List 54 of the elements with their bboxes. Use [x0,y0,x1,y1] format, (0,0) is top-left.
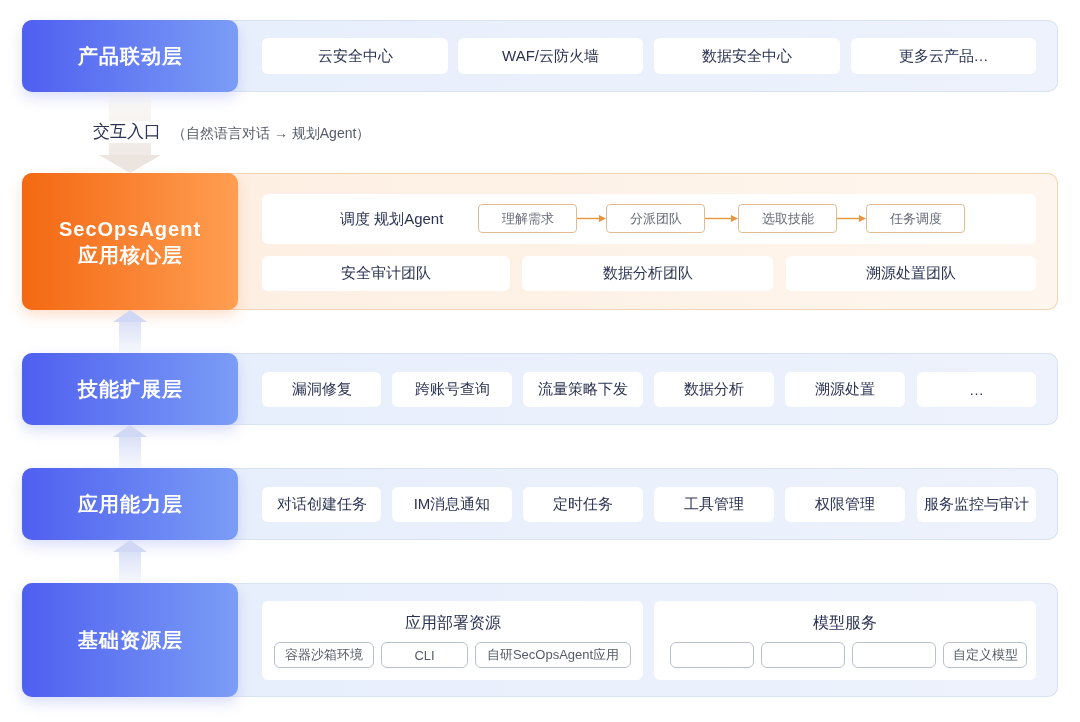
module-box: 云安全中心 [262,38,448,74]
module-box: 漏洞修复 [262,372,381,407]
arrow [576,215,607,222]
layer-title: 基础资源层 [22,583,238,697]
tag-box [761,642,845,668]
module-box: 数据安全中心 [654,38,840,74]
step-box: 任务调度 [866,204,965,233]
layer-panel [22,20,1058,92]
tag-box: 容器沙箱环境 [274,642,374,668]
module-box: 跨账号查询 [392,372,512,407]
tag-box [852,642,936,668]
tag-box: 自定义模型 [943,642,1027,668]
layer-panel [22,468,1058,540]
step-box: 选取技能 [738,204,837,233]
layer-title: 应用能力层 [22,468,238,540]
block-arrow [113,540,147,583]
layer-title: SecOpsAgent 应用核心层 [22,173,238,310]
group-panel [262,601,643,680]
module-box: 数据分析团队 [522,256,773,291]
module-box: 溯源处置 [785,372,905,407]
module-box: 更多云产品… [851,38,1036,74]
group-panel [654,601,1036,680]
module-box: 溯源处置团队 [786,256,1036,291]
step-box: 分派团队 [606,204,705,233]
group-title: 模型服务 [812,613,878,633]
layer-title: 产品联动层 [22,20,238,92]
block-arrow [113,310,147,353]
module-box: 流量策略下发 [523,372,643,407]
module-box: 权限管理 [785,487,905,522]
tag-box: 自研SecOpsAgent应用 [475,642,631,668]
module-box: 数据分析 [654,372,774,407]
module-box: … [917,372,1036,407]
module-box: 工具管理 [654,487,774,522]
step-box: 理解需求 [478,204,577,233]
note-text: （自然语言对话 → 规划Agent） [172,124,371,143]
block-arrow [99,92,161,173]
layer-panel [22,173,1058,310]
arrow [836,215,867,222]
layer-panel [22,353,1058,425]
tag-box: CLI [381,642,468,668]
layer-title: 技能扩展层 [22,353,238,425]
module-box: 对话创建任务 [262,487,381,522]
flow-panel [262,194,1036,244]
group-title: 应用部署资源 [403,613,502,633]
layer-panel [22,583,1058,697]
module-box: IM消息通知 [392,487,512,522]
module-box: 定时任务 [523,487,643,522]
block-arrow [113,425,147,468]
module-box: 服务监控与审计 [917,487,1036,522]
arrow [704,215,739,222]
module-box: WAF/云防火墙 [458,38,643,74]
panel-title: 调度 规划Agent [340,208,444,229]
module-box: 安全审计团队 [262,256,510,291]
tag-box [670,642,754,668]
